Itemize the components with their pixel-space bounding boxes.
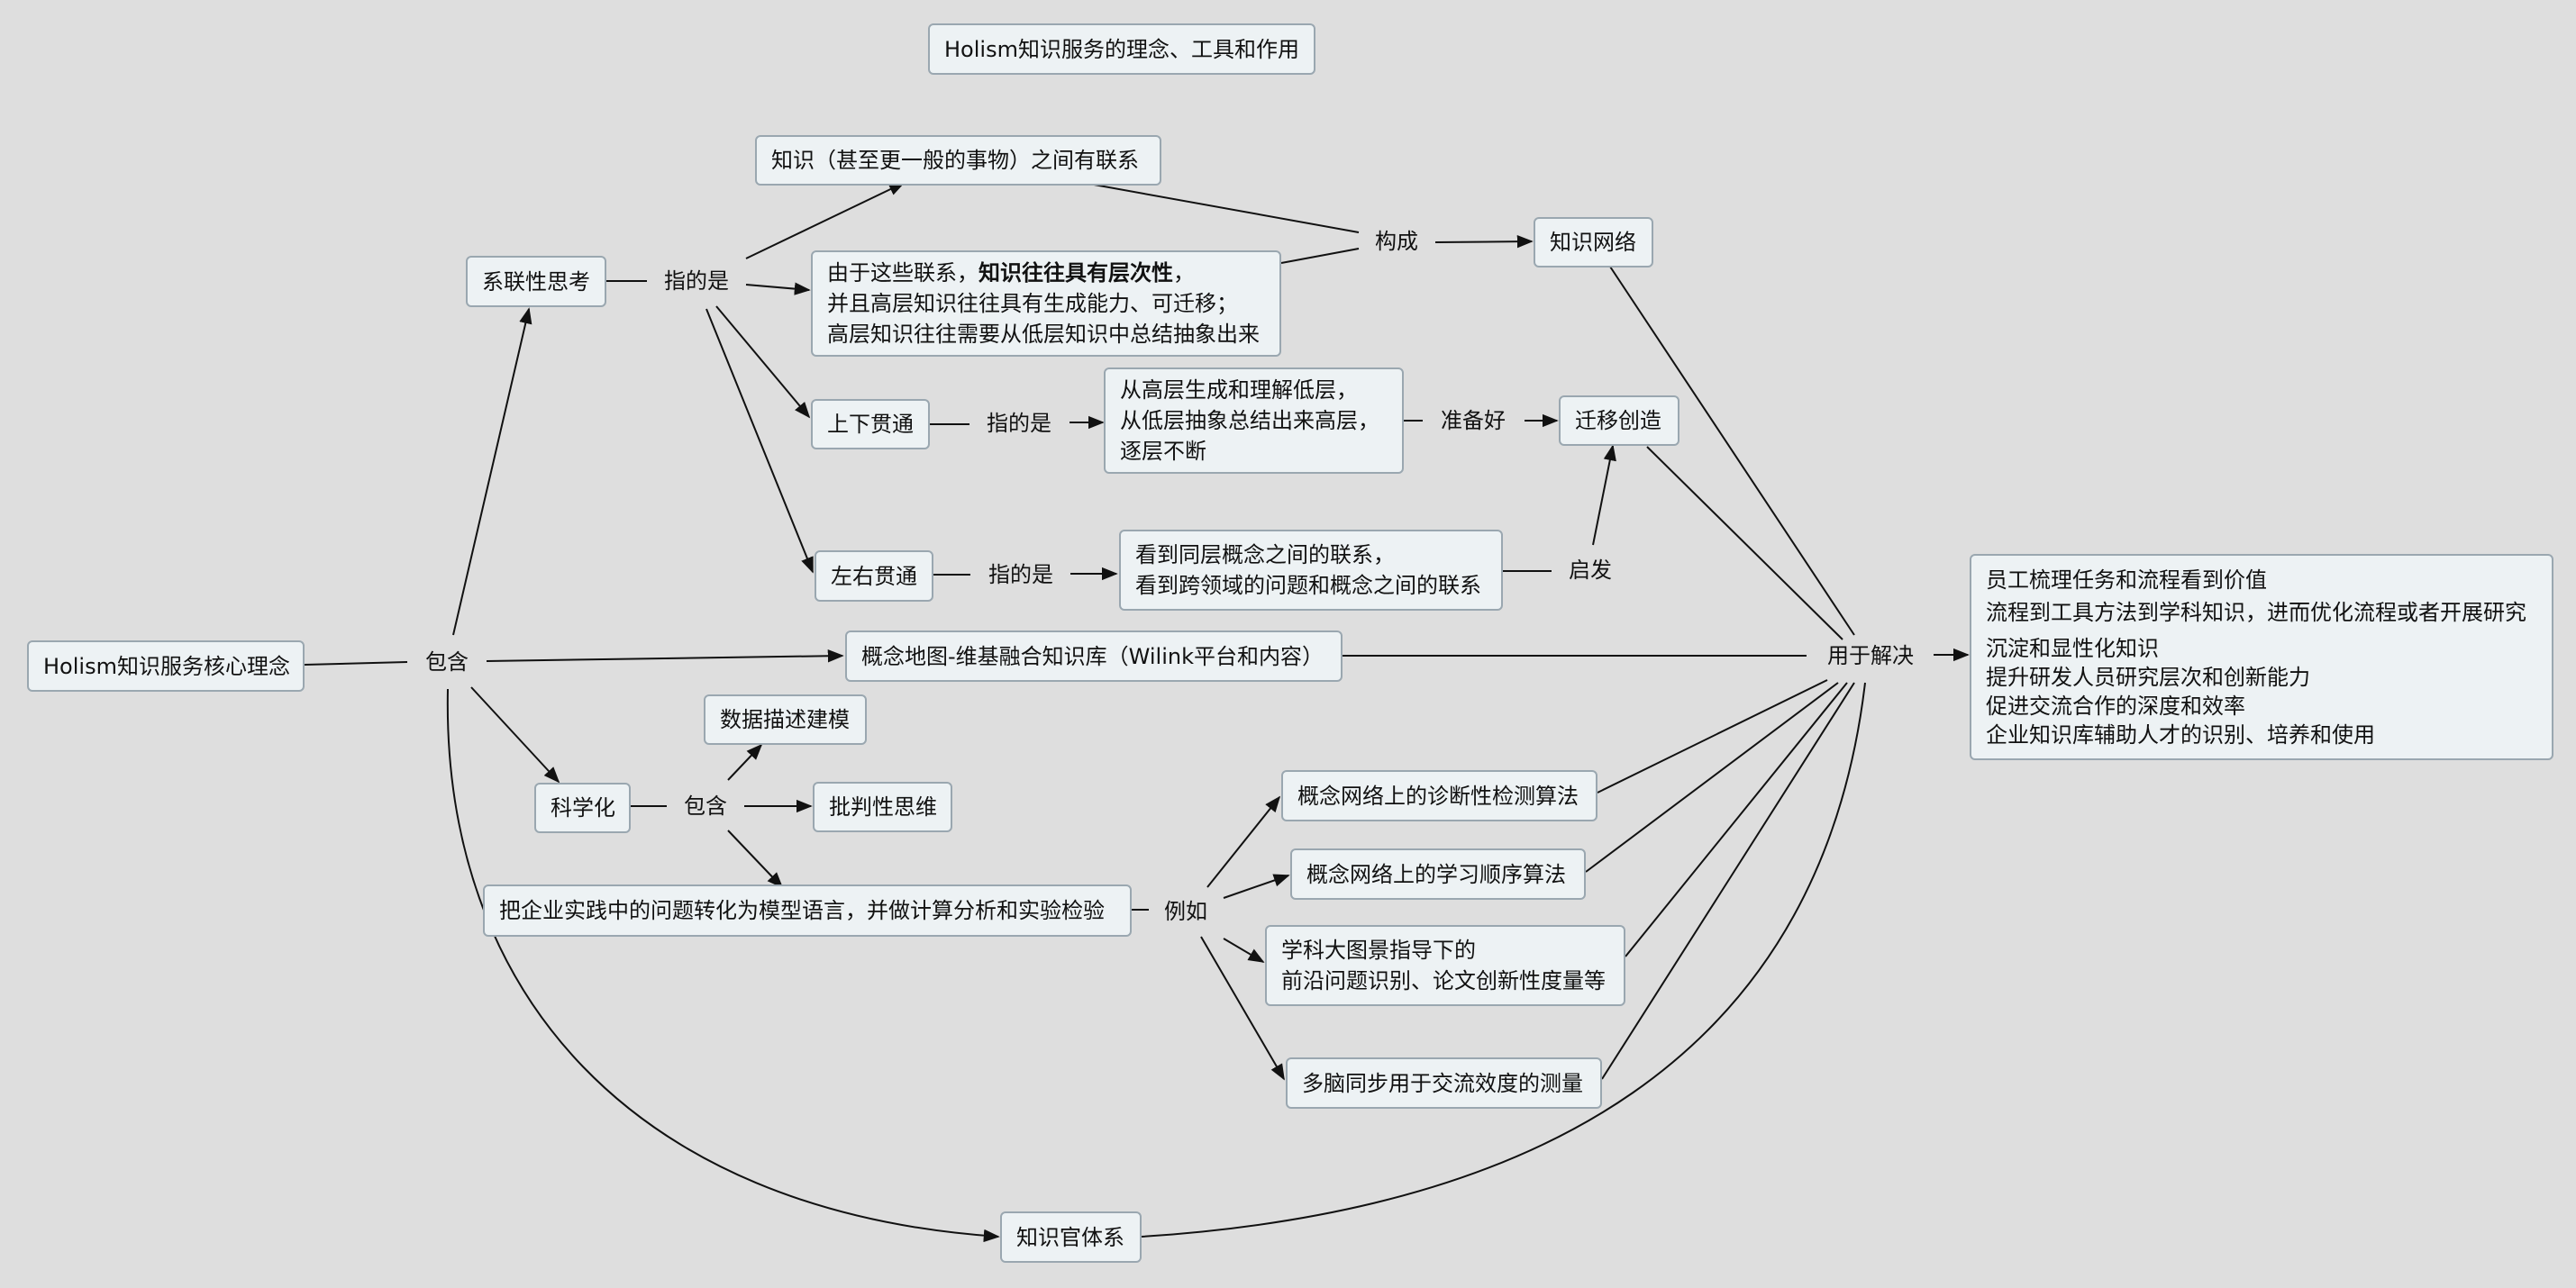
edge-refers-hierarchy — [745, 282, 811, 295]
diagram-title-text: Holism知识服务的理念、工具和作用 — [944, 36, 1299, 62]
hierarchy-line1: 由于这些联系，知识往往具有层次性， — [827, 258, 1195, 288]
edge-contains-conceptmap — [486, 649, 844, 663]
node-knowledge-network[interactable]: 知识网络 — [1534, 217, 1653, 268]
node-multi-brain[interactable]: 多脑同步用于交流效度的测量 — [1286, 1057, 1602, 1109]
label-inspire: 启发 — [1569, 558, 1612, 583]
node-critical-thinking[interactable]: 批判性思维 — [813, 782, 952, 832]
edge-eg-multibrain — [1200, 936, 1285, 1081]
hierarchy-bold: 知识往往具有层次性 — [979, 260, 1173, 286]
node-knowledge-links[interactable]: 知识（甚至更一般的事物）之间有联系 — [755, 135, 1161, 186]
root-node-text: Holism知识服务核心理念 — [43, 653, 290, 679]
label-refers-1: 指的是 — [664, 268, 729, 294]
node-diagnostic-algorithm-text: 概念网络上的诊断性检测算法 — [1297, 783, 1579, 809]
node-vertical-integration-text: 上下贯通 — [827, 412, 914, 437]
outcome-item: 沉淀和显性化知识 — [1986, 635, 2159, 661]
node-horizontal-integration-text: 左右贯通 — [831, 563, 917, 589]
label-contains-sci: 包含 — [684, 794, 727, 819]
edge-eg-diagnostic — [1206, 795, 1281, 888]
node-big-picture[interactable]: 学科大图景指导下的 前沿问题识别、论文创新性度量等 — [1265, 925, 1625, 1006]
label-prepare: 准备好 — [1441, 408, 1506, 433]
horizontal-desc-line1: 看到同层概念之间的联系， — [1135, 542, 1395, 567]
node-diagnostic-algorithm[interactable]: 概念网络上的诊断性检测算法 — [1281, 770, 1597, 821]
node-model-language[interactable]: 把企业实践中的问题转化为模型语言，并做计算分析和实验检验 — [483, 884, 1132, 937]
edge-eg-bigpicture — [1223, 938, 1265, 963]
outcome-item: 流程到工具方法到学科知识，进而优化流程或者开展研究 — [1986, 599, 2526, 625]
node-outcomes[interactable]: 员工梳理任务和流程看到价值 流程到工具方法到学科知识，进而优化流程或者开展研究 … — [1970, 554, 2553, 760]
label-for-example: 例如 — [1164, 899, 1207, 924]
edge-refers-horizontal — [705, 308, 814, 574]
label-used-to-solve: 用于解决 — [1827, 643, 1914, 668]
node-concept-map-text: 概念地图-维基融合知识库（Wilink平台和内容） — [861, 643, 1324, 669]
node-data-modeling-text: 数据描述建模 — [720, 707, 850, 732]
outcome-item: 提升研发人员研究层次和创新能力 — [1986, 664, 2310, 690]
node-horizontal-integration[interactable]: 左右贯通 — [815, 550, 933, 602]
edge-contains-officer — [446, 688, 1000, 1243]
edge-constitutes-network — [1434, 234, 1534, 249]
edge-contains-scientific — [470, 686, 560, 784]
node-knowledge-officer-text: 知识官体系 — [1016, 1224, 1124, 1250]
vertical-desc-line3: 逐层不断 — [1120, 439, 1206, 464]
label-refers-2: 指的是 — [987, 411, 1051, 436]
node-horizontal-desc[interactable]: 看到同层概念之间的联系， 看到跨领域的问题和概念之间的联系 — [1119, 530, 1503, 611]
hierarchy-line2: 并且高层知识往往具有生成能力、可迁移； — [827, 291, 1238, 316]
node-knowledge-officer[interactable]: 知识官体系 — [1000, 1211, 1142, 1263]
diagram-title: Holism知识服务的理念、工具和作用 — [928, 23, 1315, 75]
node-systematic-thinking-text: 系联性思考 — [482, 268, 590, 295]
edge-sci-data — [727, 743, 763, 781]
vertical-desc-line1: 从高层生成和理解低层， — [1120, 377, 1358, 403]
node-data-modeling[interactable]: 数据描述建模 — [704, 694, 867, 745]
node-critical-thinking-text: 批判性思维 — [829, 794, 937, 820]
edge-refers-links — [745, 182, 906, 259]
label-refers-3: 指的是 — [988, 562, 1053, 587]
node-vertical-integration[interactable]: 上下贯通 — [811, 399, 930, 449]
hierarchy-prefix: 由于这些联系， — [827, 260, 979, 286]
node-transfer-creation-text: 迁移创造 — [1575, 408, 1661, 433]
node-transfer-creation[interactable]: 迁移创造 — [1559, 395, 1679, 446]
outcome-item: 员工梳理任务和流程看到价值 — [1986, 567, 2267, 593]
outcome-item: 企业知识库辅助人才的识别、培养和使用 — [1986, 721, 2375, 748]
edge-sci-model — [727, 830, 784, 889]
big-picture-line1: 学科大图景指导下的 — [1281, 938, 1476, 963]
horizontal-desc-line2: 看到跨领域的问题和概念之间的联系 — [1135, 573, 1481, 598]
edge-eg-learning — [1223, 874, 1290, 899]
node-scientific-text: 科学化 — [551, 795, 615, 821]
node-concept-map[interactable]: 概念地图-维基融合知识库（Wilink平台和内容） — [845, 630, 1343, 682]
edge-contains-systematic — [452, 307, 532, 636]
edge-root-contains — [304, 661, 408, 666]
node-knowledge-links-text: 知识（甚至更一般的事物）之间有联系 — [771, 148, 1139, 173]
label-constitutes: 构成 — [1375, 229, 1418, 254]
big-picture-line2: 前沿问题识别、论文创新性度量等 — [1281, 968, 1606, 993]
hierarchy-line3: 高层知识往往需要从低层知识中总结抽象出来 — [827, 322, 1260, 347]
hierarchy-suffix: ， — [1173, 260, 1195, 286]
node-vertical-desc[interactable]: 从高层生成和理解低层， 从低层抽象总结出来高层， 逐层不断 — [1104, 367, 1404, 474]
edge-inspire-transfer — [1592, 444, 1616, 546]
node-knowledge-network-text: 知识网络 — [1550, 230, 1636, 255]
node-systematic-thinking[interactable]: 系联性思考 — [466, 256, 606, 307]
node-scientific[interactable]: 科学化 — [534, 783, 631, 833]
edge-refers-vertical — [715, 305, 811, 419]
node-model-language-text: 把企业实践中的问题转化为模型语言，并做计算分析和实验检验 — [499, 898, 1105, 923]
node-multi-brain-text: 多脑同步用于交流效度的测量 — [1302, 1070, 1583, 1096]
label-contains-main: 包含 — [425, 649, 469, 675]
root-node[interactable]: Holism知识服务核心理念 — [27, 640, 305, 692]
vertical-desc-line2: 从低层抽象总结出来高层， — [1120, 408, 1379, 433]
node-learning-order-algorithm-text: 概念网络上的学习顺序算法 — [1306, 861, 1566, 887]
outcome-item: 促进交流合作的深度和效率 — [1986, 693, 2245, 719]
node-learning-order-algorithm[interactable]: 概念网络上的学习顺序算法 — [1290, 848, 1586, 900]
node-knowledge-hierarchy[interactable]: 由于这些联系，知识往往具有层次性， 并且高层知识往往具有生成能力、可迁移； 高层… — [811, 250, 1281, 357]
